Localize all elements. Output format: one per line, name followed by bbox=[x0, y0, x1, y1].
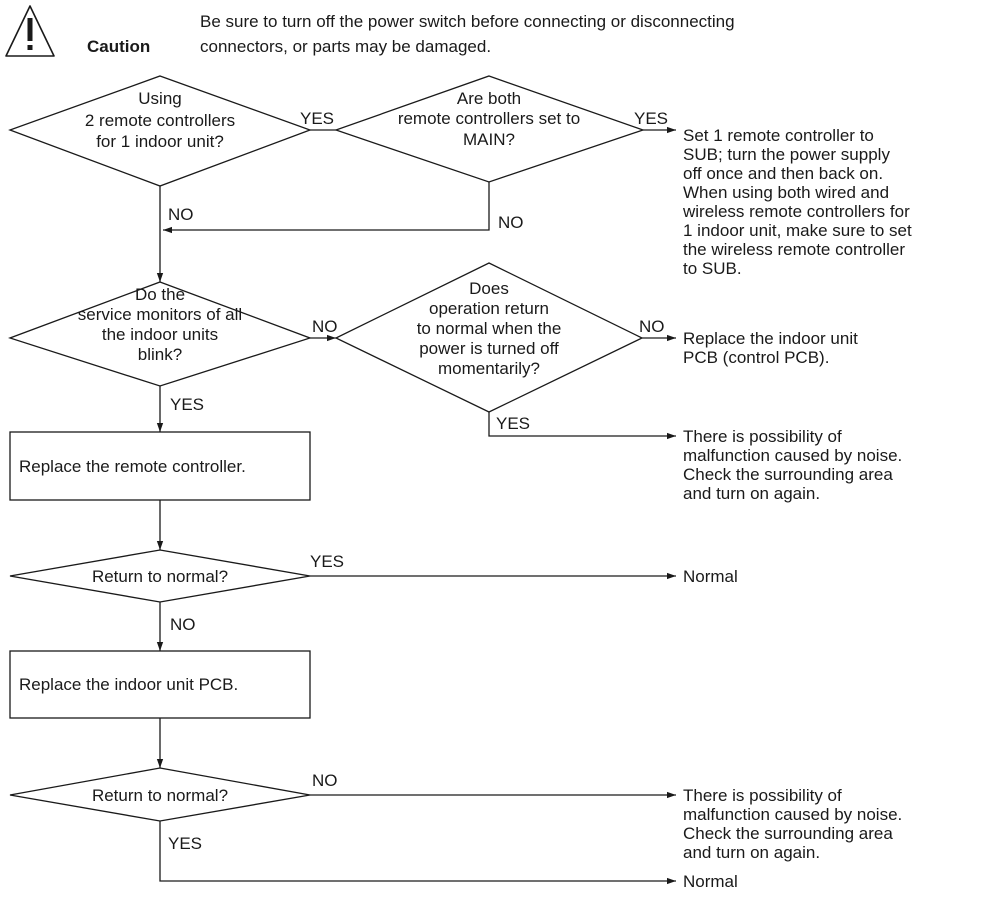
decision-text: for 1 indoor unit? bbox=[96, 132, 224, 151]
decision-text: Do the bbox=[135, 285, 185, 304]
edge-label-yes: YES bbox=[634, 109, 668, 128]
outcome-text: Check the surrounding area bbox=[683, 465, 893, 484]
outcome-text: to SUB. bbox=[683, 259, 742, 278]
edge-label-no: NO bbox=[498, 213, 524, 232]
edge-label-yes: YES bbox=[300, 109, 334, 128]
decision-d1: Using 2 remote controllers for 1 indoor … bbox=[8, 75, 312, 187]
decision-diamond bbox=[9, 549, 311, 603]
outcome-text: Normal bbox=[683, 567, 738, 586]
edge-label-yes: YES bbox=[170, 395, 204, 414]
outcome-text: 1 indoor unit, make sure to set bbox=[683, 221, 912, 240]
caution-header: Caution Be sure to turn off the power sw… bbox=[5, 5, 735, 57]
edge-d2-no-merge bbox=[163, 182, 490, 234]
decision-diamond bbox=[9, 767, 311, 822]
decision-text: Does bbox=[469, 279, 509, 298]
edge-label-no: NO bbox=[312, 317, 338, 336]
outcome-text: Replace the indoor unit bbox=[683, 329, 858, 348]
outcome-text: Set 1 remote controller to bbox=[683, 126, 874, 145]
decision-diamond bbox=[334, 262, 644, 413]
decision-text: blink? bbox=[138, 345, 182, 364]
process-box bbox=[9, 650, 311, 719]
decision-text: Are both bbox=[457, 89, 521, 108]
decision-d6: Return to normal? bbox=[9, 767, 311, 822]
outcome-text: malfunction caused by noise. bbox=[683, 446, 902, 465]
edge-label-yes: YES bbox=[168, 834, 202, 853]
decision-d4: Does operation return to normal when the… bbox=[334, 262, 644, 413]
outcome-text: malfunction caused by noise. bbox=[683, 805, 902, 824]
connectors bbox=[156, 126, 676, 885]
outcome-o2: Replace the indoor unit PCB (control PCB… bbox=[683, 329, 858, 367]
outcome-o6: Normal bbox=[683, 872, 738, 891]
edge-label-no: NO bbox=[312, 771, 338, 790]
outcome-text: There is possibility of bbox=[683, 427, 842, 446]
edge-d4-o3 bbox=[488, 412, 676, 440]
process-text: Replace the remote controller. bbox=[19, 457, 246, 476]
edge-label-yes: YES bbox=[496, 414, 530, 433]
decision-text: Using bbox=[138, 89, 181, 108]
process-text: Replace the indoor unit PCB. bbox=[19, 675, 238, 694]
decision-text: operation return bbox=[429, 299, 549, 318]
decision-d5: Return to normal? bbox=[9, 549, 311, 603]
outcome-text: and turn on again. bbox=[683, 843, 820, 862]
caution-label: Caution bbox=[87, 37, 150, 56]
outcome-text: PCB (control PCB). bbox=[683, 348, 829, 367]
decision-diamond bbox=[8, 281, 312, 387]
caution-text-line-2: connectors, or parts may be damaged. bbox=[200, 37, 491, 56]
caution-text-line-1: Be sure to turn off the power switch bef… bbox=[200, 12, 735, 31]
warning-triangle-icon bbox=[5, 5, 55, 57]
decision-d2: Are both remote controllers set to MAIN? bbox=[334, 75, 645, 183]
edge-label-yes: YES bbox=[310, 552, 344, 571]
decision-text: Return to normal? bbox=[92, 786, 228, 805]
decision-text: Return to normal? bbox=[92, 567, 228, 586]
outcome-text: off once and then back on. bbox=[683, 164, 883, 183]
decision-text: the indoor units bbox=[102, 325, 218, 344]
process-p2: Replace the indoor unit PCB. bbox=[9, 650, 311, 719]
outcome-o1: Set 1 remote controller to SUB; turn the… bbox=[682, 126, 912, 278]
process-box bbox=[9, 431, 311, 501]
decision-text: remote controllers set to bbox=[398, 109, 580, 128]
outcome-text: and turn on again. bbox=[683, 484, 820, 503]
decision-diamond bbox=[8, 75, 312, 187]
decision-diamond bbox=[334, 75, 645, 183]
edge-label-no: NO bbox=[168, 205, 194, 224]
decision-text: MAIN? bbox=[463, 130, 515, 149]
decision-d3: Do the service monitors of all the indoo… bbox=[8, 281, 312, 387]
outcome-text: wireless remote controllers for bbox=[682, 202, 910, 221]
process-p1: Replace the remote controller. bbox=[9, 431, 311, 501]
decision-text: momentarily? bbox=[438, 359, 540, 378]
outcome-o4: Normal bbox=[683, 567, 738, 586]
decision-text: to normal when the bbox=[417, 319, 562, 338]
edge-d6-o6 bbox=[159, 821, 676, 885]
outcome-text: the wireless remote controller bbox=[683, 240, 905, 259]
outcome-text: When using both wired and bbox=[683, 183, 889, 202]
outcome-o3: There is possibility of malfunction caus… bbox=[683, 427, 902, 503]
edge-label-no: NO bbox=[170, 615, 196, 634]
edge-label-no: NO bbox=[639, 317, 665, 336]
decision-text: power is turned off bbox=[419, 339, 559, 358]
decision-text: 2 remote controllers bbox=[85, 111, 235, 130]
outcome-text: There is possibility of bbox=[683, 786, 842, 805]
outcome-o5: There is possibility of malfunction caus… bbox=[683, 786, 902, 862]
decision-text: service monitors of all bbox=[78, 305, 242, 324]
edge-labels: YES YES NO NO NO NO YES YES YES NO NO YE… bbox=[168, 109, 668, 853]
outcome-text: Check the surrounding area bbox=[683, 824, 893, 843]
outcome-text: SUB; turn the power supply bbox=[683, 145, 890, 164]
outcome-text: Normal bbox=[683, 872, 738, 891]
